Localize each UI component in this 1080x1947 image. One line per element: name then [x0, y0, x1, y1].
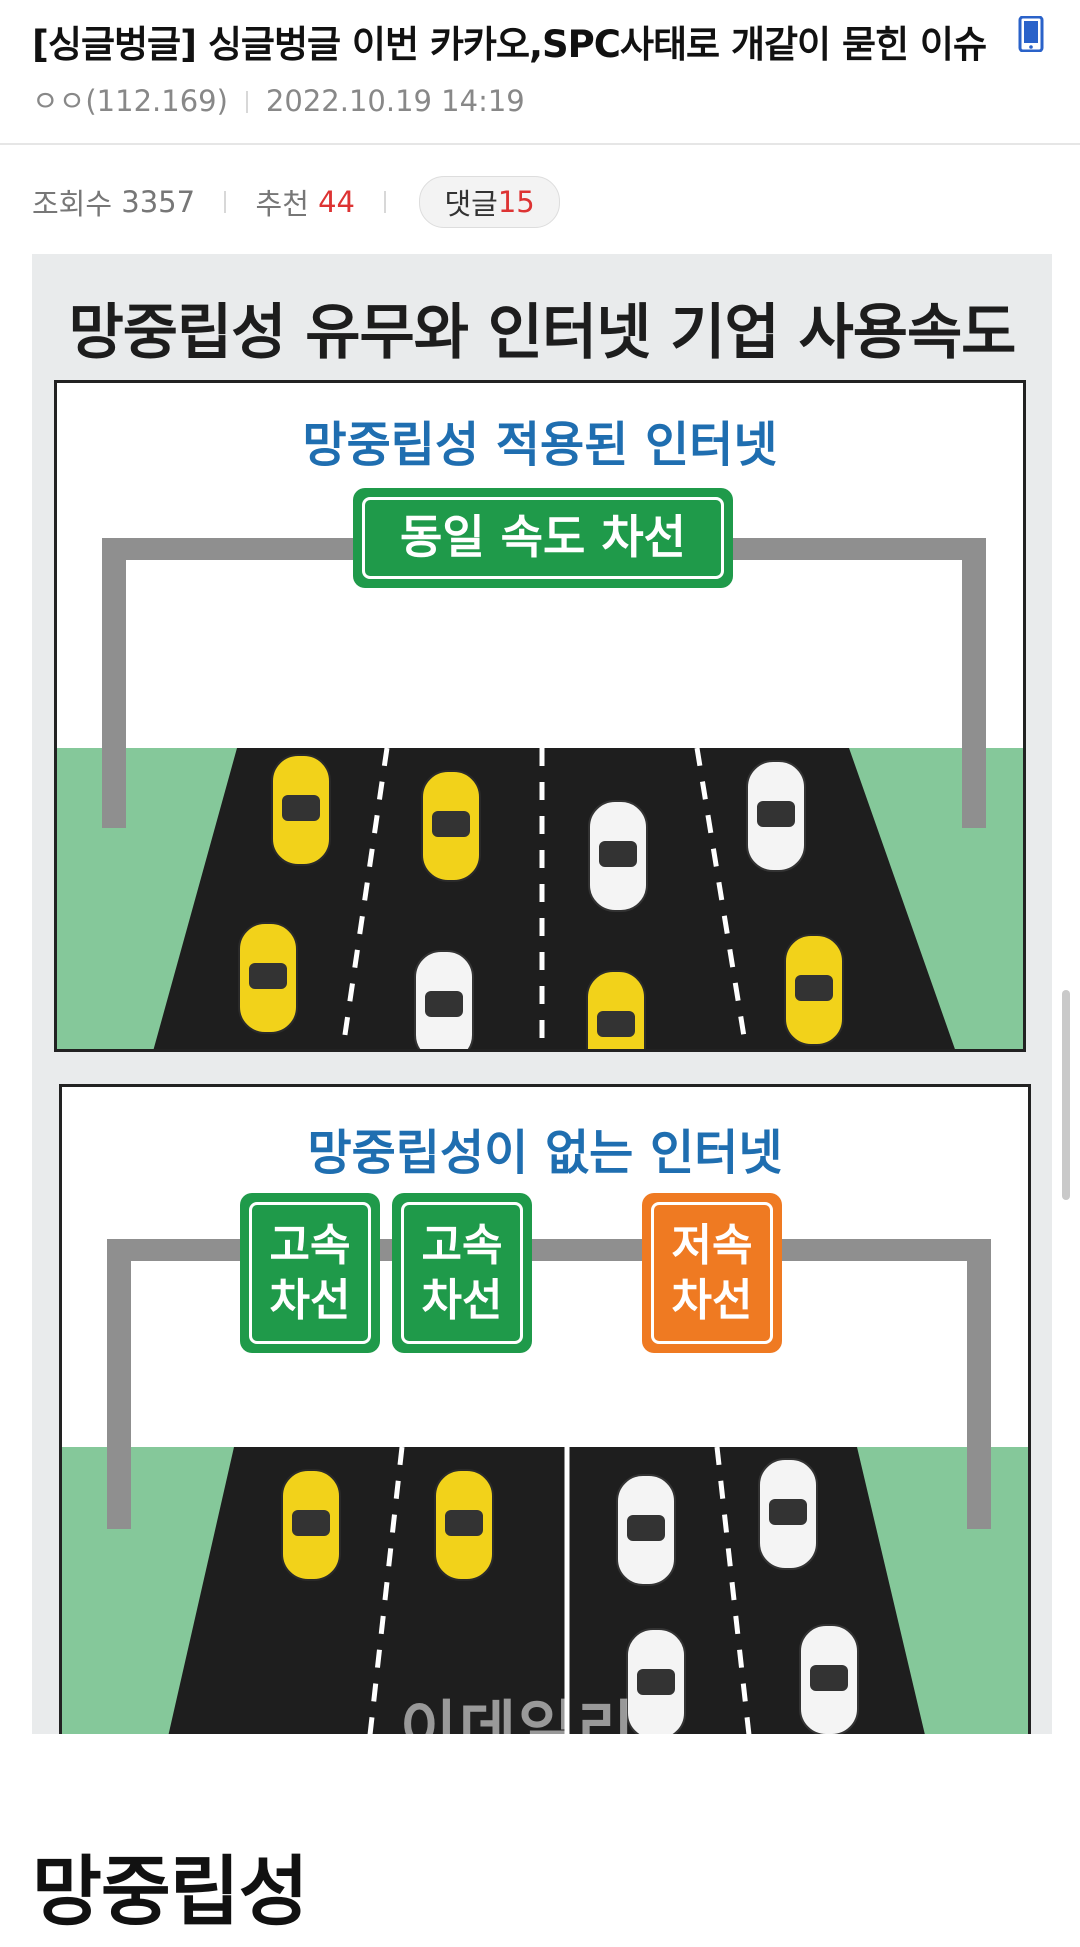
high-speed-lane-sign: 고속 차선: [240, 1193, 380, 1353]
car-white: [758, 1458, 818, 1570]
recommend-label: 추천: [255, 187, 309, 221]
car-white: [799, 1624, 859, 1734]
divider: [245, 91, 248, 113]
sign-text: 고속 차선: [421, 1220, 503, 1326]
sign-text: 동일 속도 차선: [400, 510, 686, 565]
highway-scene: [57, 538, 1023, 1049]
gantry: [102, 538, 986, 828]
cars: [238, 754, 844, 1049]
lane-markings: [340, 747, 749, 1049]
post-header: [싱글벙글] 싱글벙글 이번 카카오,SPC사태로 개같이 묻힌 이슈 ㅇㅇ(1…: [0, 0, 1080, 145]
car-white: [588, 800, 648, 912]
high-speed-lane-sign: 고속 차선: [392, 1193, 532, 1353]
panel-without-neutrality: 망중립성이 없는 인터넷 고속 차선 고속 차선 저속 차선 이데일리: [59, 1084, 1031, 1734]
post-date: 2022.10.19 14:19: [265, 84, 525, 118]
equal-speed-lane-sign: 동일 속도 차선: [353, 488, 733, 588]
car-yellow: [281, 1469, 341, 1581]
views-label: 조회수: [32, 187, 113, 221]
watermark: 이데일리: [400, 1693, 637, 1734]
scrollbar-thumb[interactable]: [1062, 990, 1070, 1200]
comments-count: 15: [497, 185, 535, 219]
car-white: [746, 760, 806, 872]
sign-text: 저속 차선: [671, 1220, 753, 1326]
car-yellow: [421, 770, 481, 882]
comments-label: 댓글: [444, 187, 498, 221]
car-yellow: [238, 922, 298, 1034]
net-neutrality-infographic: 망중립성 유무와 인터넷 기업 사용속도: [32, 254, 1052, 1734]
road: [168, 1447, 925, 1734]
car-yellow: [586, 970, 646, 1049]
figure-title: 망중립성 유무와 인터넷 기업 사용속도: [68, 298, 1017, 368]
divider: [384, 191, 387, 213]
cars: [281, 1458, 859, 1734]
panel-title: 망중립성이 없는 인터넷: [307, 1125, 783, 1181]
car-yellow: [434, 1469, 494, 1581]
comments-button[interactable]: 댓글15: [419, 176, 560, 228]
car-white: [414, 950, 474, 1049]
car-yellow: [271, 754, 331, 866]
post-meta: ㅇㅇ(112.169) 2022.10.19 14:19: [32, 78, 525, 120]
car-white: [616, 1474, 676, 1586]
section-heading: 망중립성: [32, 1847, 309, 1936]
post-title[interactable]: [싱글벙글] 싱글벙글 이번 카카오,SPC사태로 개같이 묻힌 이슈: [32, 23, 987, 66]
mobile-phone-icon: [1018, 16, 1044, 52]
sign-text: 고속 차선: [269, 1220, 351, 1326]
car-yellow: [784, 934, 844, 1046]
low-speed-lane-sign: 저속 차선: [642, 1193, 782, 1353]
post-stats: 조회수 3357 추천 44 댓글15: [32, 176, 560, 228]
lane-markings: [367, 1446, 752, 1734]
panel-title: 망중립성 적용된 인터넷: [302, 417, 778, 473]
author-name[interactable]: ㅇㅇ(112.169): [32, 84, 228, 118]
recommend-count: 44: [318, 185, 356, 219]
divider: [224, 191, 227, 213]
views-count: 3357: [121, 185, 196, 219]
car-white: [626, 1628, 686, 1734]
panel-with-neutrality: 망중립성 적용된 인터넷 동일 속도 차선: [54, 380, 1026, 1052]
highway-scene: [62, 1239, 1028, 1734]
